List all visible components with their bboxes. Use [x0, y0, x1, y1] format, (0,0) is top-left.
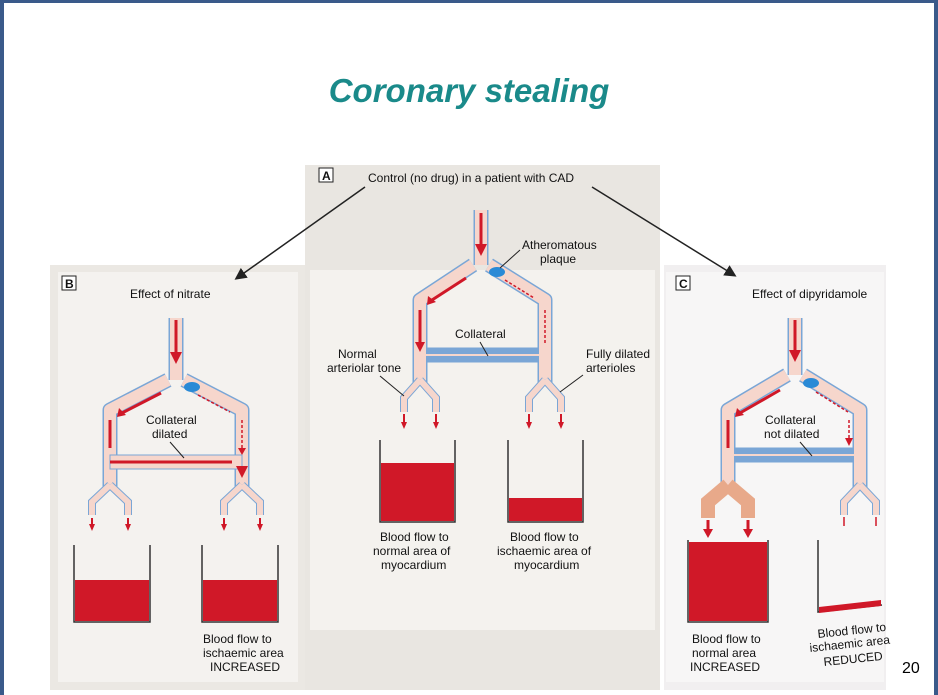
panel-c-left-caption-2: normal area	[692, 646, 756, 660]
panel-a-heading: Control (no drug) in a patient with CAD	[368, 171, 574, 185]
panel-a-collateral-label: Collateral	[455, 327, 506, 341]
panel-b-letter: B	[65, 277, 74, 291]
panel-b-right-beaker	[201, 545, 279, 623]
panel-c-right-caption-3: REDUCED	[823, 649, 884, 669]
panel-c-collateral-label-2: not dilated	[764, 427, 819, 441]
panel-c-plaque	[803, 378, 819, 388]
panel-a-letter: A	[322, 169, 331, 183]
panel-a-right-blood-level	[509, 498, 582, 521]
panel-b-caption-2: ischaemic area	[203, 646, 284, 660]
slide-title: Coronary stealing	[328, 72, 610, 109]
panel-a-right-caption-1: Blood flow to	[510, 530, 579, 544]
panel-a-diagram-area	[310, 270, 655, 630]
panel-a-plaque	[489, 267, 505, 277]
panel-b-caption-1: Blood flow to	[203, 632, 272, 646]
panel-c-right-blood-level	[819, 600, 881, 613]
panel-a-left-label-2: arteriolar tone	[327, 361, 401, 375]
panel-b-caption-3: INCREASED	[210, 660, 280, 674]
panel-b-left-beaker	[73, 545, 151, 623]
panel-b-collateral-label-2: dilated	[152, 427, 187, 441]
panel-a-right-beaker	[507, 440, 584, 523]
panel-a-right-label-1: Fully dilated	[586, 347, 650, 361]
panel-a-left-beaker	[379, 440, 456, 523]
panel-a-right-caption-3: myocardium	[514, 558, 579, 572]
panel-b-left-blood-level	[75, 580, 149, 621]
panel-a-right-caption-2: ischaemic area of	[497, 544, 592, 558]
panel-b-collateral-label-1: Collateral	[146, 413, 197, 427]
panel-c-left-blood-level	[689, 542, 767, 621]
panel-a-plaque-label-1: Atheromatous	[522, 238, 597, 252]
panel-c-left-beaker	[687, 540, 769, 623]
panel-a-left-caption-1: Blood flow to	[380, 530, 449, 544]
panel-c-heading: Effect of dipyridamole	[752, 287, 867, 301]
panel-a-left-blood-level	[381, 463, 454, 521]
arrow-to-panel-c	[591, 186, 737, 277]
panel-c-left-caption-1: Blood flow to	[692, 632, 761, 646]
panel-b-right-blood-level	[203, 580, 277, 621]
panel-b-heading: Effect of nitrate	[130, 287, 211, 301]
arrow-to-panel-b	[234, 186, 366, 280]
panel-c-left-caption-3: INCREASED	[690, 660, 760, 674]
panel-a-left-caption-2: normal area of	[373, 544, 451, 558]
panel-a-right-label-2: arterioles	[586, 361, 635, 375]
panel-a-normal-branch-arrow	[431, 276, 467, 302]
panel-a-ischaemic-branch-arrow	[504, 279, 535, 299]
panel-a-plaque-label-2: plaque	[540, 252, 576, 266]
panel-c-collateral-label-1: Collateral	[765, 413, 816, 427]
panel-b-plaque	[184, 382, 200, 392]
panel-a-left-label-1: Normal	[338, 347, 377, 361]
page-number: 20	[902, 660, 920, 677]
panel-c-letter: C	[679, 277, 688, 291]
panel-a-left-caption-3: myocardium	[381, 558, 446, 572]
